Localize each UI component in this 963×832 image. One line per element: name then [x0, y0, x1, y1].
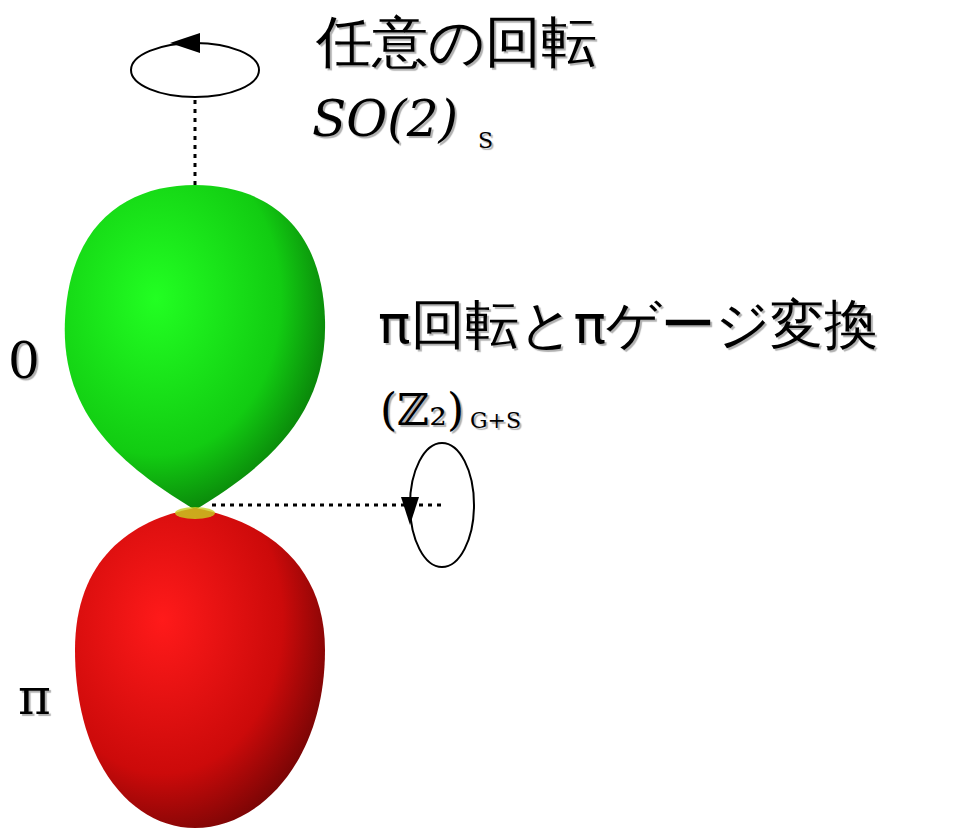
node-ring	[175, 507, 215, 519]
group-subscript: G+S	[470, 410, 521, 432]
phase-label: 0	[8, 336, 40, 386]
rotation-label: 任意の回転	[316, 14, 597, 70]
arrow-head	[401, 497, 419, 525]
red-lobe	[75, 508, 325, 828]
rotation-arrow	[410, 443, 474, 567]
arrow-head	[170, 33, 200, 53]
phase-label: π	[18, 672, 51, 722]
symmetry-label: π回転とπゲージ変換	[378, 298, 878, 352]
group-label: SO(2)	[312, 94, 458, 144]
axis-line	[194, 98, 197, 185]
group-label: (ℤ₂)	[380, 388, 464, 432]
group-subscript: S	[478, 130, 493, 152]
green-lobe	[65, 185, 325, 510]
